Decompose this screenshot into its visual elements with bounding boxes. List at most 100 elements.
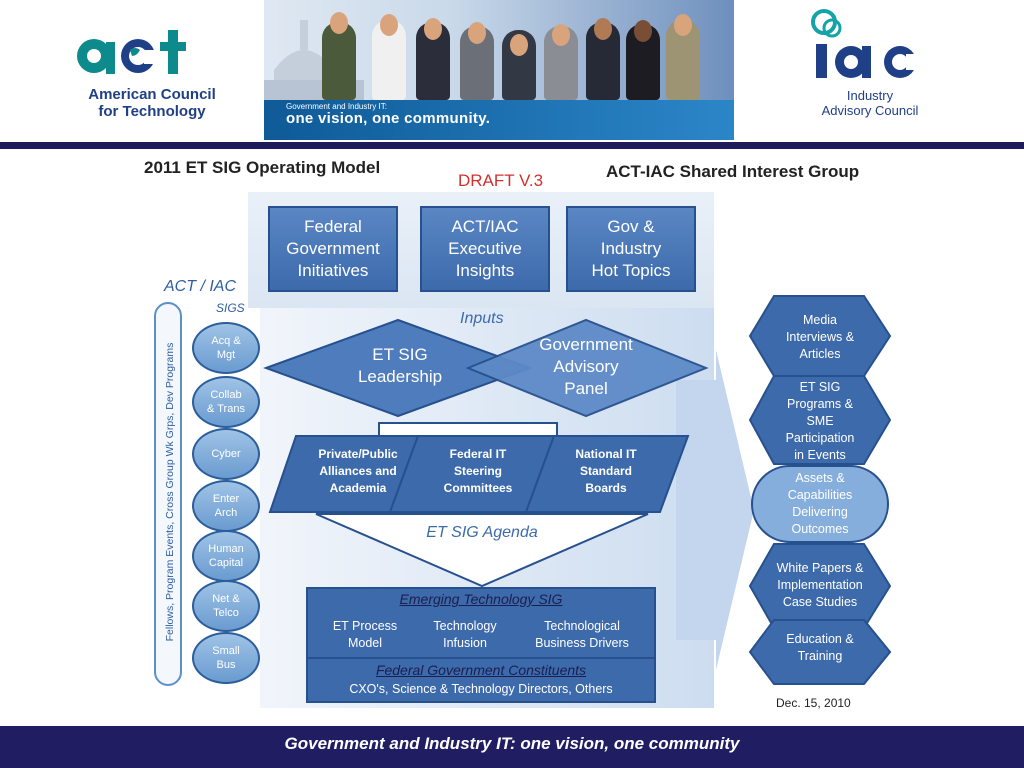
input-box-line: Government [286,239,380,258]
agenda-label: ET SIG Agenda [426,524,538,541]
act-logo [72,22,212,80]
middle-line: Alliances and [319,464,397,478]
sig-label: Cyber [211,448,241,460]
slide-date: Dec. 15, 2010 [776,696,851,710]
output-line: SME [806,414,834,428]
output-arrow-icon [676,350,754,670]
et-sig-line: Business Drivers [535,636,629,650]
leadership-label: ET SIG Leadership [320,344,480,388]
middle-line: Steering [453,464,502,478]
constituents-heading: Federal Government Constituents [375,662,587,678]
et-sig-line: Model [347,636,383,650]
act-logo-mark [77,30,186,74]
header-divider [0,142,1024,149]
output-hex-programs [748,375,892,465]
leadership-line: Leadership [357,367,443,386]
person-head [594,18,612,40]
person-image [322,22,356,100]
input-box-line: Federal [304,217,362,236]
capitol-dome-image [264,20,364,102]
vertical-programs-text: Fellows, Program Events, Cross Group Wk … [164,342,176,642]
output-line: Programs & [787,397,853,411]
footer: Government and Industry IT: one vision, … [0,726,1024,768]
standards-shape [524,435,690,513]
act-name-line1: American Council [88,86,216,103]
output-line: Media [802,313,838,327]
person-head [330,12,348,34]
left-panel-title: ACT / IAC [164,278,237,295]
advisory-line: Panel [564,379,608,398]
output-line: Participation [785,431,855,445]
et-sig-box [306,587,656,703]
sig-label: Mgt [216,349,236,361]
output-education-label: Education & Training [760,631,880,665]
person-head [468,22,486,44]
middle-line: Federal IT [449,447,507,461]
advisory-diamond [465,318,709,418]
sig-net-telco: Net &Telco [192,580,260,632]
et-sig-line: Infusion [443,636,487,650]
middle-line: Boards [585,481,627,495]
output-line: ET SIG [799,380,841,394]
sig-acq-mgt: Acq & Mgt [192,322,260,374]
middle-line: Private/Public [318,447,398,461]
input-box-line: Executive [448,239,522,258]
output-line: in Events [794,448,846,462]
output-hexagons [748,295,892,685]
advisory-line: Advisory [553,357,619,376]
et-sig-heading: Emerging Technology SIG [399,591,563,607]
person-head [380,14,398,36]
input-box-line: Initiatives [297,261,369,280]
output-line: Delivering [792,505,848,519]
header: American Council for Technology Governme… [0,0,1024,142]
sig-label: Bus [216,659,236,671]
sig-label: Enter [212,493,240,505]
sig-label: Arch [214,507,238,519]
connector-bar [378,422,558,438]
banner-small-text: Government and Industry IT: [286,102,387,111]
agenda-arrow-icon [315,513,649,588]
slide-title: 2011 ET SIG Operating Model [144,158,381,177]
iac-logo [806,6,936,86]
leadership-line: ET SIG [372,345,428,364]
header-banner-image: Government and Industry IT: one vision, … [264,0,734,140]
middle-line: Standard [579,464,632,478]
output-hex-education [748,619,892,685]
middle-line: National IT [575,447,637,461]
et-sig-divider [308,657,654,659]
iac-name-line1: Industry [846,88,894,103]
output-line: Training [797,649,843,663]
person-head [674,14,692,36]
leadership-diamonds [263,318,709,418]
middle-line: Committees [443,481,513,495]
et-sig-line: ET Process [332,619,398,633]
sig-label: & Trans [207,403,245,415]
output-programs-label: ET SIG Programs & SME Participation in Event… [760,379,880,464]
iac-name-line2: Advisory Council [821,103,919,118]
person-head [552,24,570,46]
slide-subtitle: ACT-IAC Shared Interest Group [606,162,860,181]
person-head [510,34,528,56]
footer-text: Government and Industry IT: one vision, … [284,734,740,753]
left-oval-band [154,302,182,686]
sig-label: Capital [208,557,244,569]
output-line: Education & [786,632,854,646]
input-box-line: Insights [455,261,515,280]
act-name-line2: for Technology [98,103,206,120]
output-line: White Papers & [776,561,864,575]
sig-label: Collab [210,389,242,401]
sig-label: Acq & [211,335,241,347]
output-oval-assets [751,465,889,543]
iac-logo-mark [811,9,922,78]
